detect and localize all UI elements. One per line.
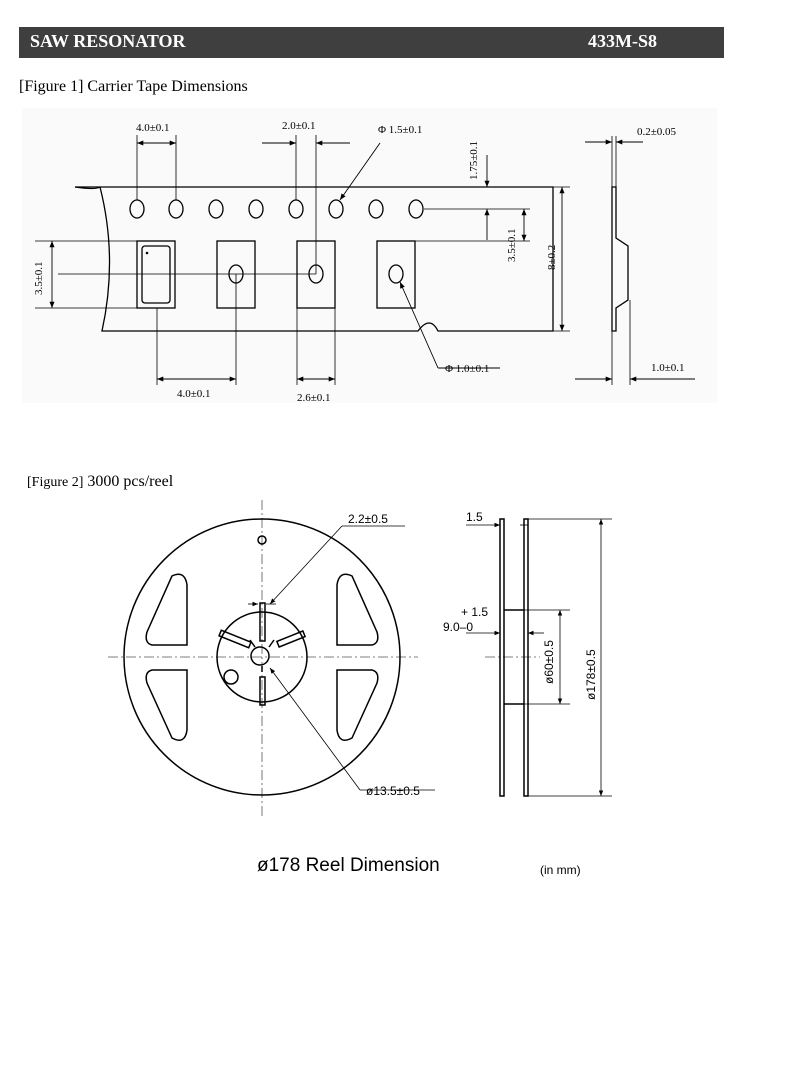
figure2-caption: [Figure 2] 3000 pcs/reel: [27, 473, 173, 491]
figure1-background: [22, 108, 717, 403]
dim-hole-diameter: Φ 1.5±0.1: [378, 124, 422, 136]
reel-drawing: 2.2±0.5 ø13.5±0.5 1.5 + 1.5 9.0–0 ø60±0.…: [108, 500, 612, 877]
figure2-caption-prefix: [Figure 2]: [27, 475, 84, 490]
dim-core-diameter: ø60±0.5: [542, 640, 556, 684]
dim-depth: 1.0±0.1: [651, 362, 685, 374]
tape-side-profile: [611, 186, 629, 332]
dim-width-tolerance: + 1.5: [461, 605, 488, 619]
dim-width: 9.0–0: [443, 620, 473, 634]
header-bar: SAW RESONATOR 433M-S8: [19, 27, 724, 58]
carrier-tape-drawing: 4.0±0.1 2.0±0.1 Φ 1.5±0.1 1.75±0.1 3.5±0…: [22, 108, 717, 404]
reel-side-view: [499, 518, 529, 797]
tape-outline: [75, 186, 554, 332]
reel-front-view: [123, 518, 401, 796]
reel-title: ø178 Reel Dimension: [257, 855, 440, 876]
header-part-number: 433M-S8: [588, 31, 657, 51]
dim-reel-diameter: ø178±0.5: [584, 649, 598, 700]
dim-hub-diameter: ø13.5±0.5: [366, 784, 420, 798]
dim-pitch-bottom: 4.0±0.1: [177, 388, 211, 400]
dim-slot-width: 2.2±0.5: [348, 512, 388, 526]
header-title: SAW RESONATOR: [30, 31, 186, 51]
dim-pocket-hole-diameter: Φ 1.0±0.1: [445, 363, 489, 375]
dim-flange-thickness: 1.5: [466, 510, 483, 524]
dim-thickness: 0.2±0.05: [637, 126, 677, 138]
unit-note: (in mm): [540, 863, 581, 877]
dim-hole-offset: 2.0±0.1: [282, 120, 316, 132]
dim-pocket-height: 3.5±0.1: [33, 261, 45, 295]
dim-hole-to-pocket: 3.5±0.1: [506, 228, 518, 262]
figure2-caption-text: 3000 pcs/reel: [87, 473, 174, 490]
dim-edge-to-hole: 1.75±0.1: [468, 141, 480, 180]
dim-pocket-width: 2.6±0.1: [297, 392, 331, 404]
dim-tape-width: 8±0.2: [546, 245, 558, 270]
figure1-caption: [Figure 1] Carrier Tape Dimensions: [19, 78, 248, 95]
dim-pitch-top: 4.0±0.1: [136, 122, 170, 134]
